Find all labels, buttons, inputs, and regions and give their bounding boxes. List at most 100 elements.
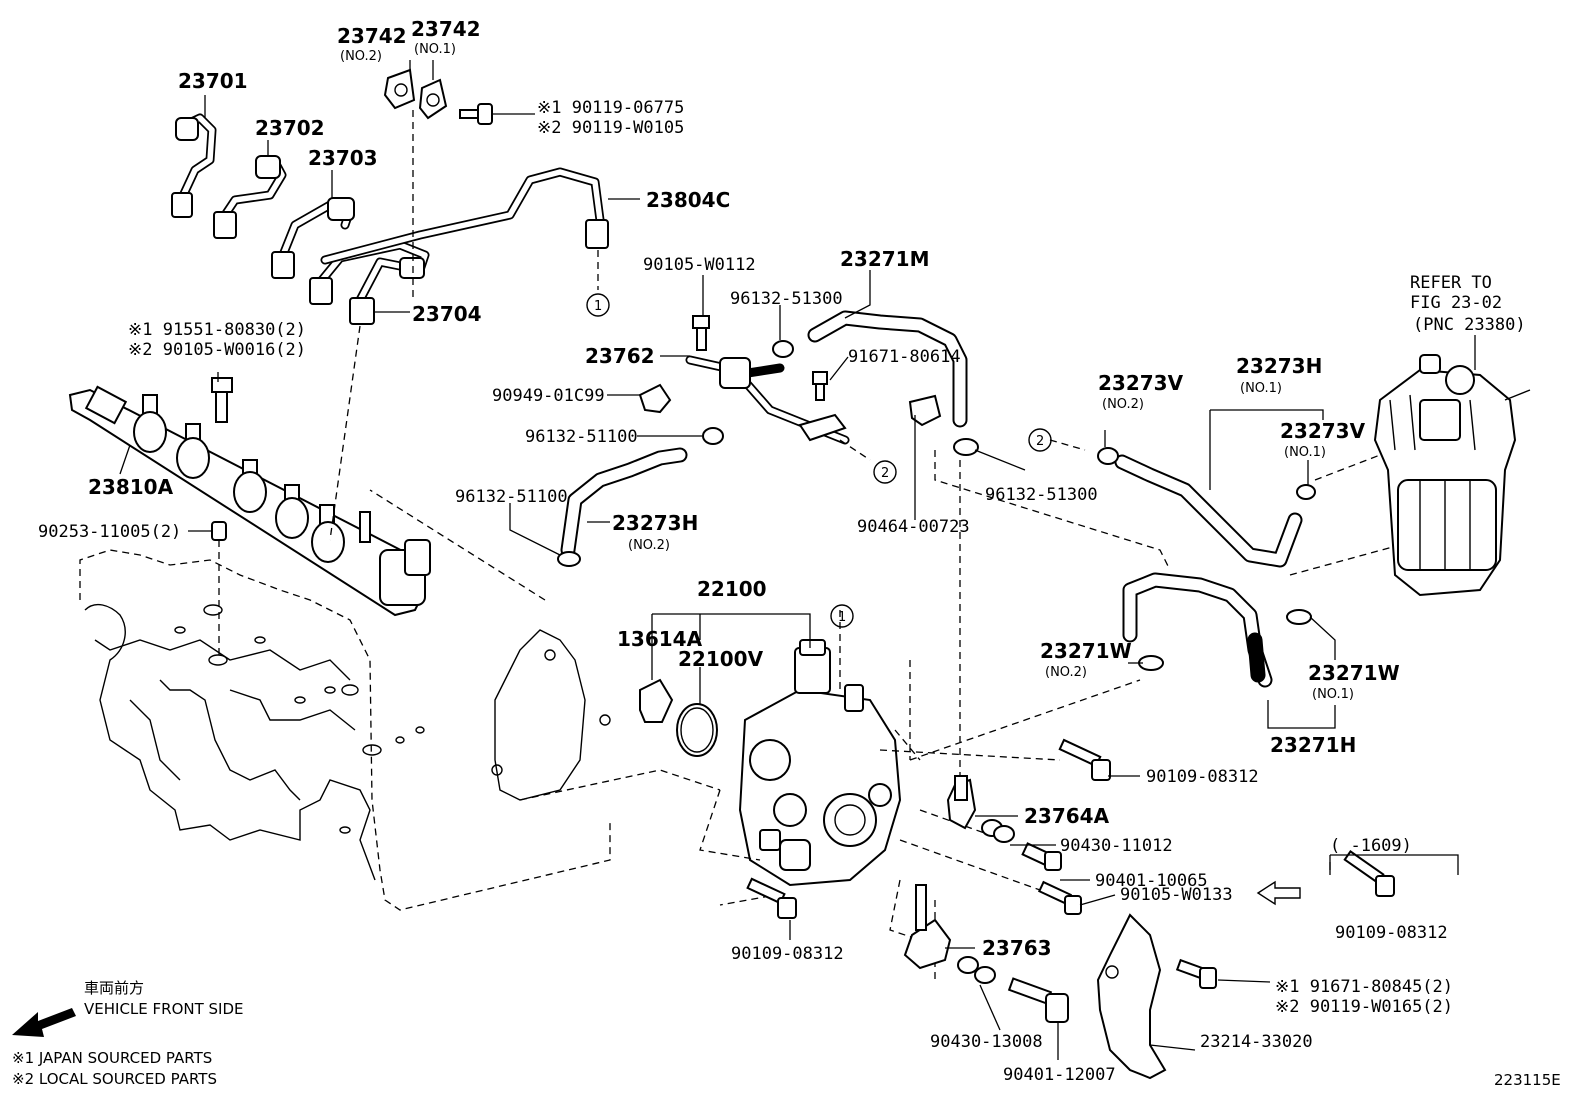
- ref-marker-2-mid: 2: [873, 460, 897, 484]
- label-90119-w0165: ※2 90119-W0165(2): [1275, 997, 1453, 1017]
- ref-marker-1-top: 1: [586, 293, 610, 317]
- collar: [211, 521, 227, 541]
- pipe-clamp-no1: [418, 78, 448, 120]
- label-23764a: 23764A: [1024, 804, 1110, 828]
- return-pipe-23762: [685, 355, 850, 445]
- label-date-range: ( -1609): [1330, 836, 1412, 856]
- label-90105-w0133: 90105-W0133: [1120, 885, 1233, 905]
- label-91671-80614: 91671-80614: [848, 347, 961, 367]
- bolt-90109-08312-b: [1343, 850, 1395, 897]
- fuel-hose-23273h-no2: [560, 447, 688, 558]
- label-90401-10065: 90401-10065: [1095, 871, 1208, 891]
- pipe-clamp-no2: [383, 68, 416, 110]
- label-refer-3: (PNC 23380): [1413, 315, 1526, 335]
- injection-pipe-23701: [171, 113, 217, 218]
- label-23742-no1: 23742: [411, 17, 481, 41]
- label-91551-80830: ※1 91551-80830(2): [128, 320, 306, 340]
- fuel-filter: [1373, 354, 1531, 597]
- label-23742-no2: 23742: [337, 24, 407, 48]
- hose-clips: [557, 340, 1316, 671]
- label-23742-no1-sub: (NO.1): [414, 42, 456, 57]
- label-23271m: 23271M: [840, 247, 929, 271]
- label-22100: 22100: [697, 577, 767, 601]
- label-23273v-no2-sub: (NO.2): [1102, 397, 1144, 412]
- label-refer-2: FIG 23-02: [1410, 293, 1502, 313]
- common-rail: [68, 385, 431, 617]
- label-23271w-no1: 23271W: [1308, 661, 1400, 685]
- fuel-hose-23273h-no1: [1114, 454, 1303, 568]
- injection-pipe-23703: [271, 197, 355, 279]
- label-23271w-no2-sub: (NO.2): [1045, 665, 1087, 680]
- vehicle-front-indicator: 車両前方 VEHICLE FRONT SIDE: [12, 979, 244, 1037]
- ref-marker-1-pump: 1: [830, 604, 854, 628]
- bolt-90401-10065: [1021, 842, 1062, 871]
- label-23702: 23702: [255, 116, 325, 140]
- label-13614a: 13614A: [617, 627, 703, 651]
- fuel-hose-23271h: [1122, 572, 1273, 688]
- label-23703: 23703: [308, 146, 378, 170]
- label-23273h-no1-sub: (NO.1): [1240, 381, 1282, 396]
- label-96132-51100-b: 96132-51100: [455, 487, 568, 507]
- bolt-91671-80845: [1175, 958, 1217, 989]
- label-90105-w0112: 90105-W0112: [643, 255, 756, 275]
- label-23271w-no2: 23271W: [1040, 639, 1132, 663]
- label-23271w-no1-sub: (NO.1): [1312, 687, 1354, 702]
- label-90949-01c99: 90949-01C99: [492, 386, 605, 406]
- label-90109-08312-a: 90109-08312: [1146, 767, 1259, 787]
- label-22100v: 22100V: [678, 647, 764, 671]
- label-90401-12007: 90401-12007: [1003, 1065, 1116, 1085]
- clamp-bolt: [459, 103, 493, 125]
- label-refer-1: REFER TO: [1410, 273, 1492, 293]
- bracket-90949: [638, 383, 672, 414]
- label-90105-w0016: ※2 90105-W0016(2): [128, 340, 306, 360]
- note-japan-sourced: ※1 JAPAN SOURCED PARTS: [12, 1049, 212, 1067]
- figure-id: 223115E: [1494, 1071, 1561, 1089]
- injection-pipe-23804c: [320, 167, 609, 265]
- label-bolt-top-1: ※1 90119-06775: [537, 98, 684, 118]
- leader-lines: [119, 60, 1476, 1060]
- ref-marker-2-right: 2: [1028, 428, 1052, 452]
- fitting-23764a: [946, 775, 977, 830]
- label-90430-13008: 90430-13008: [930, 1032, 1043, 1052]
- svg-text:VEHICLE FRONT SIDE: VEHICLE FRONT SIDE: [84, 1000, 244, 1018]
- label-96132-51300-b: 96132-51300: [985, 485, 1098, 505]
- label-bolt-top-2: ※2 90119-W0105: [537, 118, 684, 138]
- o-ring-22100v: [676, 703, 718, 757]
- label-23742-no2-sub: (NO.2): [340, 49, 382, 64]
- bolt-90105-w0133: [1037, 880, 1082, 915]
- label-23273v-no1: 23273V: [1280, 419, 1366, 443]
- label-90430-11012: 90430-11012: [1060, 836, 1173, 856]
- label-90464-00723: 90464-00723: [857, 517, 970, 537]
- label-23271h: 23271H: [1270, 733, 1356, 757]
- svg-text:1: 1: [594, 299, 602, 314]
- clip-90464: [908, 394, 942, 427]
- label-23704: 23704: [412, 302, 482, 326]
- label-23273h-no1: 23273H: [1236, 354, 1322, 378]
- bolt-90105-w0112: [692, 315, 710, 351]
- label-90109-08312-c: 90109-08312: [731, 944, 844, 964]
- svg-text:車両前方: 車両前方: [84, 979, 144, 997]
- label-23763: 23763: [982, 936, 1052, 960]
- injection-pipe-23702: [213, 155, 287, 239]
- fuel-hose-23271m: [807, 310, 968, 428]
- label-23701: 23701: [178, 69, 248, 93]
- rail-bolt: [211, 377, 233, 423]
- pump-bracket: [1096, 913, 1167, 1080]
- bolt-90109-08312-a: [1058, 738, 1111, 781]
- label-96132-51300-a: 96132-51300: [730, 289, 843, 309]
- front-arrow-icon: [12, 1008, 76, 1037]
- label-91671-80845: ※1 91671-80845(2): [1275, 977, 1453, 997]
- label-90253-11005: 90253-11005(2): [38, 522, 181, 542]
- gasket-90430-11012: [981, 819, 1015, 843]
- engine-block-outline: [79, 549, 611, 911]
- label-23273v-no2: 23273V: [1098, 371, 1184, 395]
- hollow-arrow: [1256, 880, 1301, 906]
- svg-text:2: 2: [1036, 434, 1044, 449]
- label-23810a: 23810A: [88, 475, 174, 499]
- label-23273v-no1-sub: (NO.1): [1284, 445, 1326, 460]
- label-23762: 23762: [585, 344, 655, 368]
- label-23804c: 23804C: [646, 188, 730, 212]
- gear-case-outline: [491, 629, 721, 801]
- label-23273h-no2: 23273H: [612, 511, 698, 535]
